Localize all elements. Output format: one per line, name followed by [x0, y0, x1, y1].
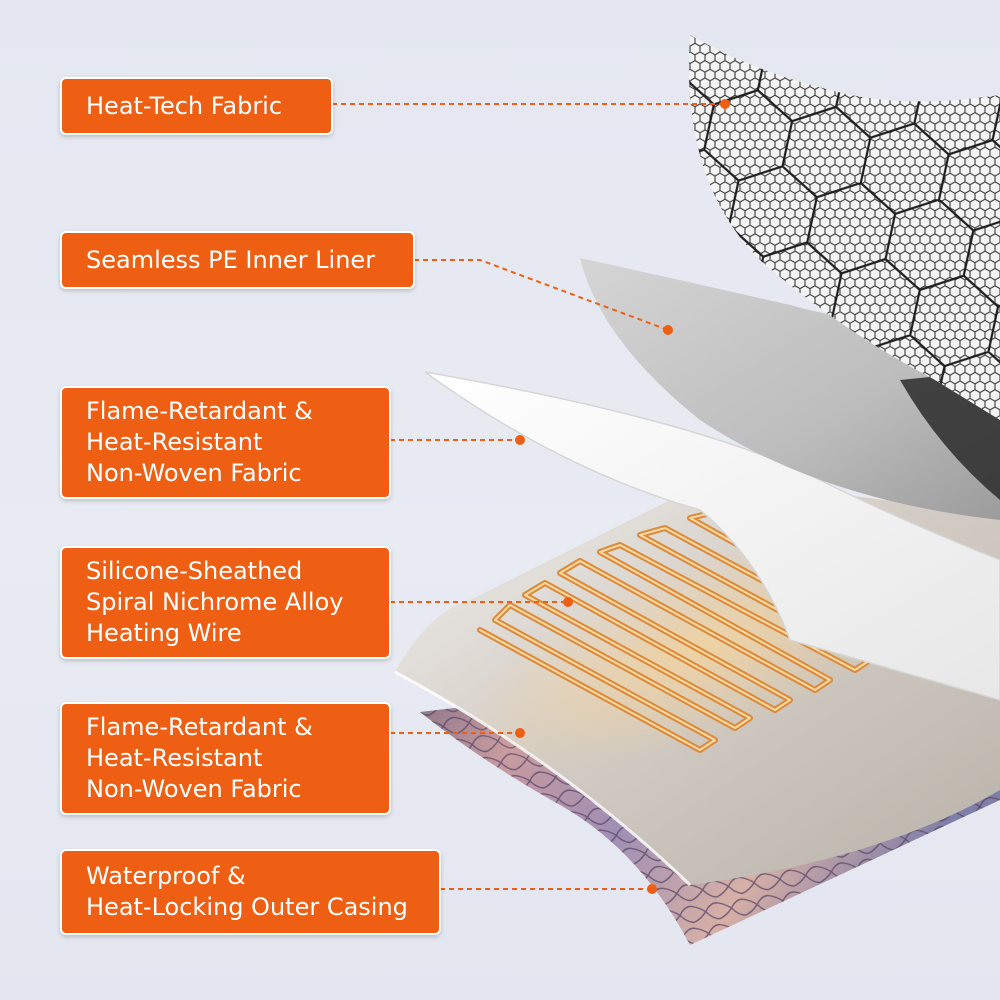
leader-dot-heat-tech [720, 99, 730, 109]
leader-dot-heating-wire [563, 597, 573, 607]
label-text: Seamless PE Inner Liner [86, 245, 376, 274]
label-heat-tech-fabric: Heat-Tech Fabric [60, 77, 333, 135]
heat-tech-fabric-layer [688, 35, 1000, 420]
label-text: Silicone-Sheathed Spiral Nichrome Alloy … [86, 557, 344, 647]
leader-dot-upper-nonwoven [515, 435, 525, 445]
leader-dot-outer-casing [647, 884, 657, 894]
label-outer-casing: Waterproof & Heat-Locking Outer Casing [60, 849, 441, 935]
label-upper-nonwoven-fabric: Flame-Retardant & Heat-Resistant Non-Wov… [60, 386, 391, 499]
leader-dot-pe-liner [663, 325, 673, 335]
leader-line-pe-liner [414, 259, 669, 331]
label-text: Waterproof & Heat-Locking Outer Casing [86, 862, 408, 921]
upper-nonwoven-layer [424, 371, 1000, 701]
label-text: Heat-Tech Fabric [86, 91, 283, 120]
label-heating-wire: Silicone-Sheathed Spiral Nichrome Alloy … [60, 546, 391, 659]
label-seamless-pe-inner-liner: Seamless PE Inner Liner [60, 231, 415, 289]
label-text: Flame-Retardant & Heat-Resistant Non-Wov… [86, 397, 313, 487]
leader-dots [515, 99, 730, 894]
leader-dot-lower-nonwoven [515, 728, 525, 738]
label-lower-nonwoven-fabric: Flame-Retardant & Heat-Resistant Non-Wov… [60, 702, 391, 815]
leader-lines [332, 103, 725, 890]
label-text: Flame-Retardant & Heat-Resistant Non-Wov… [86, 713, 313, 803]
